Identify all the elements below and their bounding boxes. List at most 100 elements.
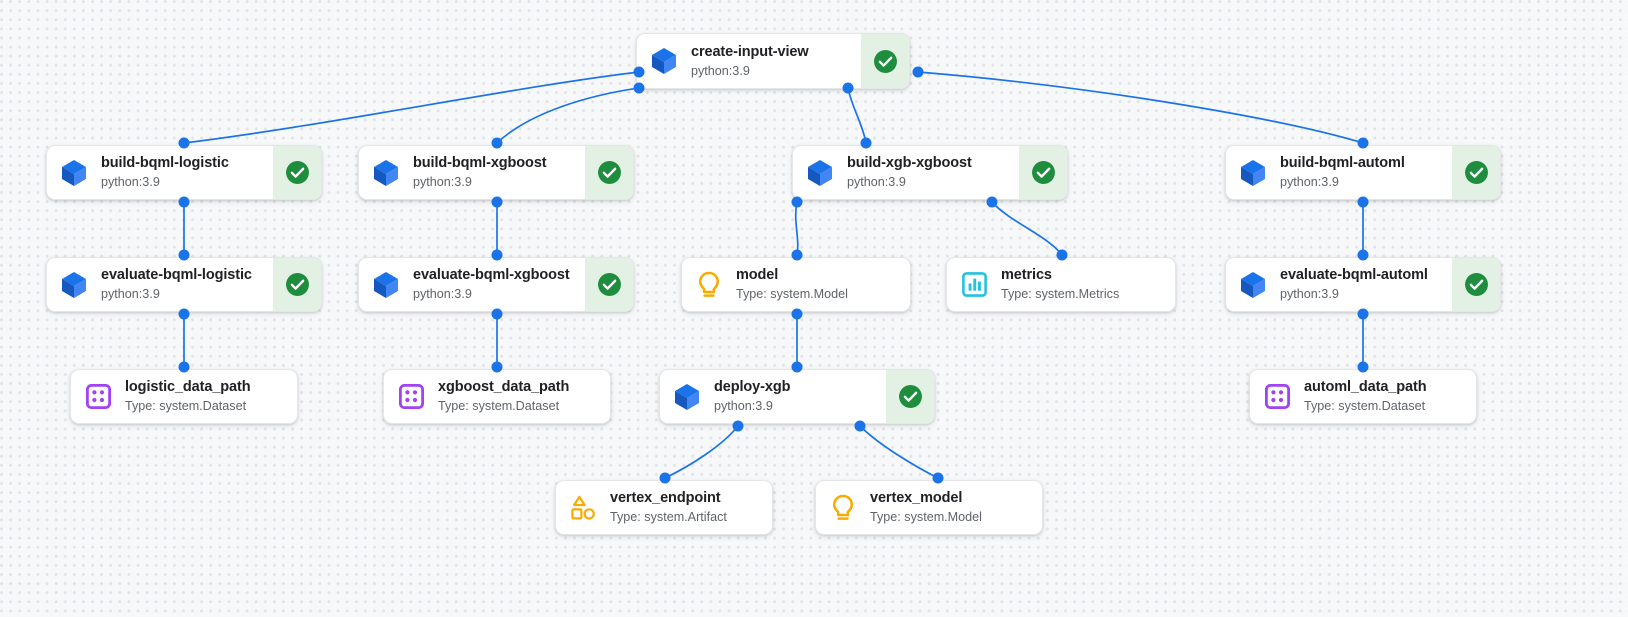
node-port[interactable] — [491, 361, 503, 373]
lightbulb-icon — [682, 258, 736, 311]
node-subtitle: Type: system.Model — [736, 287, 848, 302]
node-port[interactable] — [491, 137, 503, 149]
bar-chart-icon — [947, 258, 1001, 311]
node-port[interactable] — [791, 308, 803, 320]
node-title: xgboost_data_path — [438, 379, 570, 396]
graph-edge — [496, 87, 640, 144]
node-port[interactable] — [178, 308, 190, 320]
graph-edge — [991, 201, 1063, 256]
status-badge — [1452, 258, 1500, 311]
node-port[interactable] — [1357, 361, 1369, 373]
node-title: evaluate-bqml-logistic — [101, 267, 252, 284]
node-port[interactable] — [1357, 308, 1369, 320]
graph-node-evaluate-bqml-xgboost[interactable]: evaluate-bqml-xgboost python:3.9 — [358, 257, 634, 312]
node-port[interactable] — [659, 472, 671, 484]
node-port[interactable] — [1056, 249, 1068, 261]
cube-icon — [47, 146, 101, 199]
node-port[interactable] — [791, 361, 803, 373]
node-port[interactable] — [1357, 196, 1369, 208]
node-subtitle: python:3.9 — [413, 287, 472, 302]
graph-edge — [859, 425, 939, 479]
node-subtitle: python:3.9 — [714, 399, 773, 414]
node-title: evaluate-bqml-automl — [1280, 267, 1428, 284]
node-title: deploy-xgb — [714, 379, 791, 396]
node-text-block: build-bqml-logistic python:3.9 — [101, 146, 273, 199]
node-subtitle: python:3.9 — [691, 63, 750, 78]
node-port[interactable] — [1357, 137, 1369, 149]
node-title: build-bqml-automl — [1280, 155, 1405, 172]
node-title: model — [736, 267, 779, 284]
node-port[interactable] — [791, 196, 803, 208]
node-subtitle: Type: system.Dataset — [438, 399, 560, 414]
node-port[interactable] — [178, 249, 190, 261]
graph-edge — [183, 71, 640, 144]
status-badge — [273, 146, 321, 199]
node-port[interactable] — [732, 420, 744, 432]
node-subtitle: Type: system.Dataset — [125, 399, 247, 414]
node-title: build-bqml-logistic — [101, 155, 229, 172]
node-port[interactable] — [178, 361, 190, 373]
node-subtitle: python:3.9 — [101, 175, 160, 190]
status-badge — [861, 34, 909, 88]
node-port[interactable] — [491, 249, 503, 261]
node-text-block: build-bqml-automl python:3.9 — [1280, 146, 1452, 199]
node-port[interactable] — [860, 137, 872, 149]
node-port[interactable] — [633, 66, 645, 78]
cube-icon — [1226, 146, 1280, 199]
node-port[interactable] — [842, 82, 854, 94]
node-port[interactable] — [178, 137, 190, 149]
node-port[interactable] — [932, 472, 944, 484]
node-port[interactable] — [1357, 249, 1369, 261]
cube-icon — [1226, 258, 1280, 311]
node-subtitle: python:3.9 — [1280, 175, 1339, 190]
node-subtitle: Type: system.Dataset — [1304, 399, 1426, 414]
node-port[interactable] — [491, 308, 503, 320]
node-title: evaluate-bqml-xgboost — [413, 267, 570, 284]
dataset-icon — [384, 370, 438, 423]
node-subtitle: python:3.9 — [413, 175, 472, 190]
artifact-shapes-icon — [556, 481, 610, 534]
cube-icon — [793, 146, 847, 199]
node-port[interactable] — [986, 196, 998, 208]
status-badge — [886, 370, 934, 423]
status-badge — [585, 258, 633, 311]
graph-node-deploy-xgb[interactable]: deploy-xgb python:3.9 — [659, 369, 935, 424]
node-port[interactable] — [854, 420, 866, 432]
node-subtitle: Type: system.Artifact — [610, 510, 727, 525]
node-port[interactable] — [791, 249, 803, 261]
cube-icon — [637, 34, 691, 88]
graph-node-build-bqml-automl[interactable]: build-bqml-automl python:3.9 — [1225, 145, 1501, 200]
dataset-icon — [71, 370, 125, 423]
node-port[interactable] — [633, 82, 645, 94]
status-badge — [1019, 146, 1067, 199]
graph-node-build-bqml-logistic[interactable]: build-bqml-logistic python:3.9 — [46, 145, 322, 200]
node-port[interactable] — [912, 66, 924, 78]
node-port[interactable] — [178, 196, 190, 208]
graph-edge — [794, 201, 799, 256]
node-title: logistic_data_path — [125, 379, 251, 396]
node-port[interactable] — [491, 196, 503, 208]
